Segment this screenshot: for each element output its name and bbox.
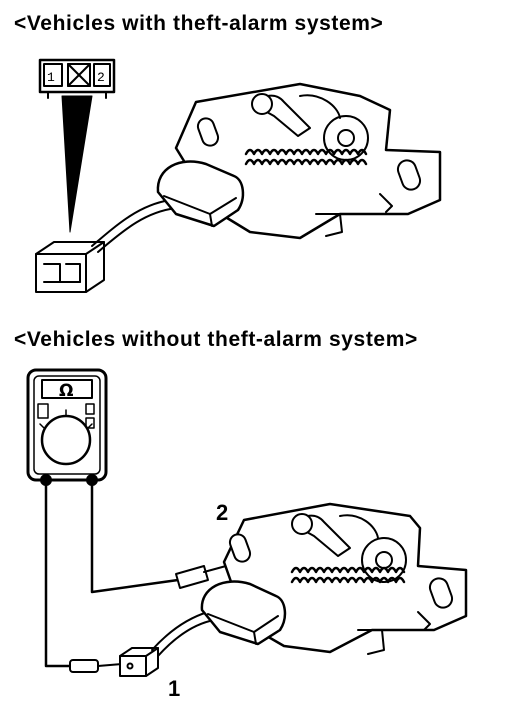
callout-lead-1: 1 xyxy=(168,676,181,701)
projection-pointer xyxy=(61,95,93,233)
wire-harness xyxy=(91,199,171,247)
heading-without-theft-alarm: <Vehicles without theft-alarm system> xyxy=(14,328,418,351)
wire-harness xyxy=(151,611,209,651)
hood-latch-switch-icon xyxy=(200,502,468,655)
pin-2-label: 2 xyxy=(97,70,105,85)
test-lead-2 xyxy=(90,482,180,594)
test-lead-1 xyxy=(44,482,72,668)
probe-2-icon xyxy=(175,565,227,589)
connector-face-icon: 1 2 xyxy=(38,58,116,99)
probe-1-icon xyxy=(69,659,123,673)
pin-1-label: 1 xyxy=(47,70,55,85)
ohm-symbol: Ω xyxy=(59,381,73,401)
ohmmeter-icon xyxy=(26,368,108,486)
hood-latch-switch-icon xyxy=(156,82,442,240)
callout-lead-2: 2 xyxy=(216,500,229,525)
connector-icon xyxy=(119,647,159,677)
heading-with-theft-alarm: <Vehicles with theft-alarm system> xyxy=(14,12,384,35)
connector-icon xyxy=(35,241,105,293)
